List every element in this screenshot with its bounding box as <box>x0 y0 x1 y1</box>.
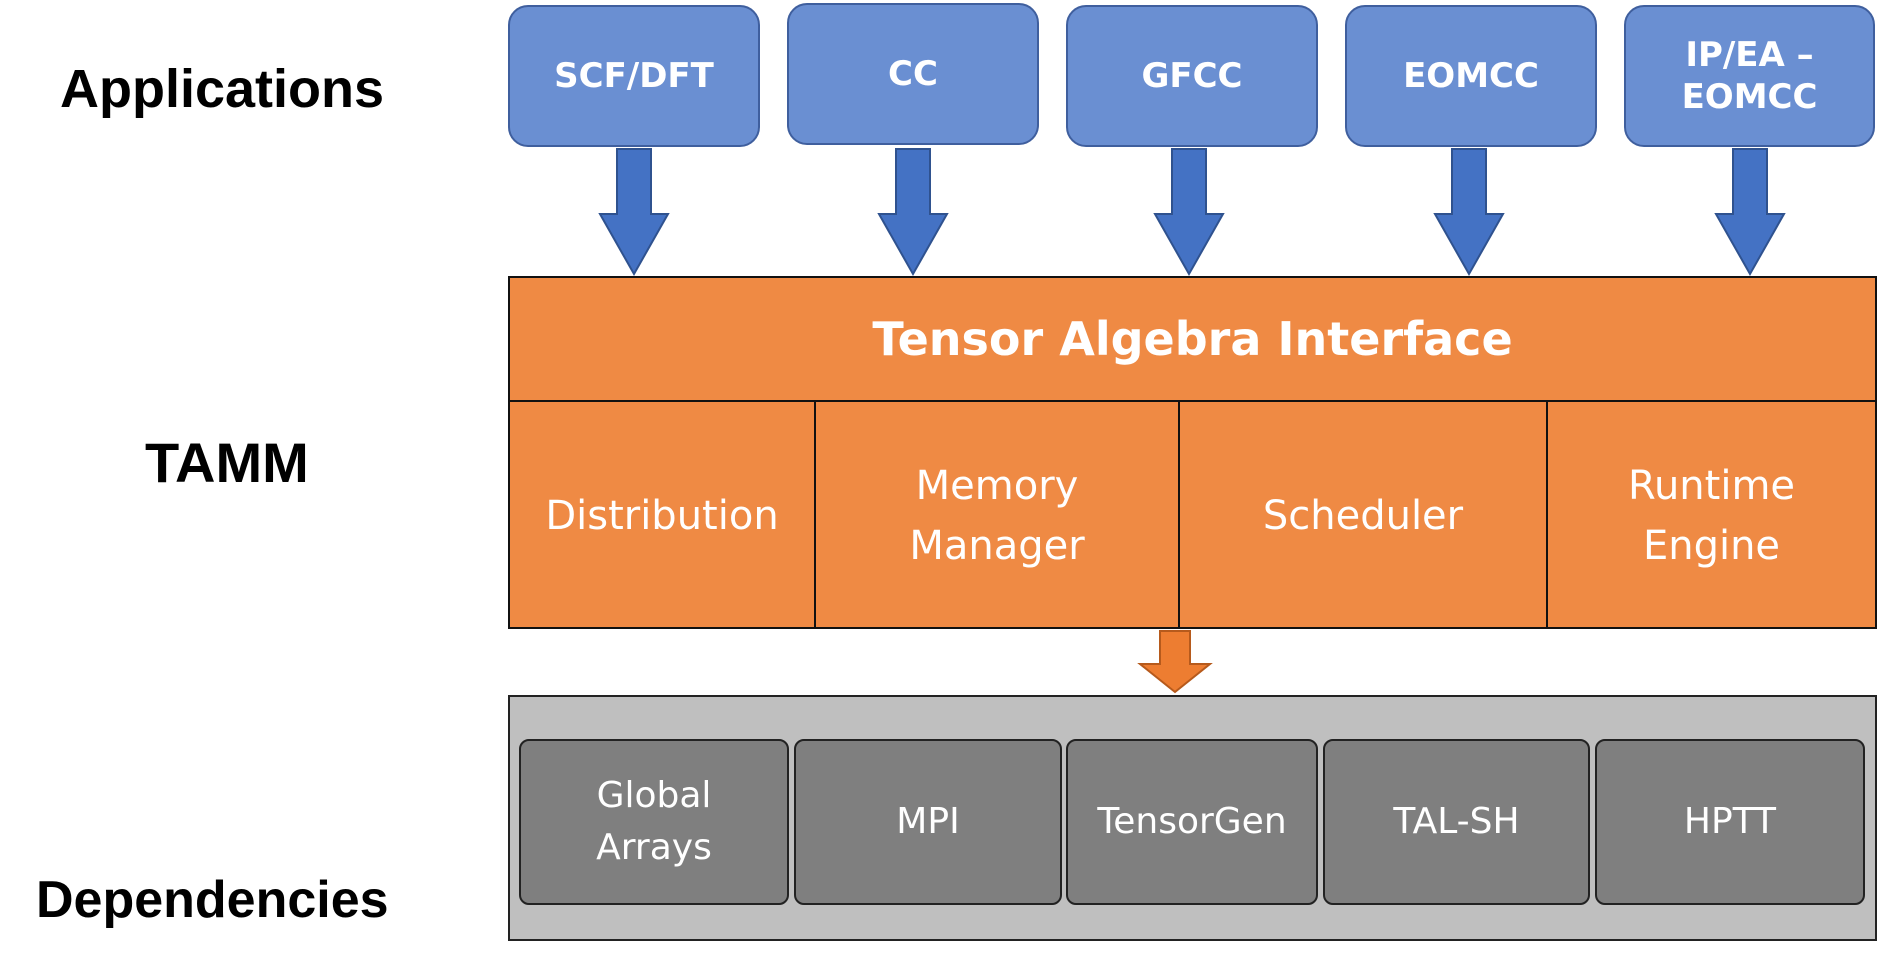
app-label: GFCC <box>1141 55 1243 96</box>
applications-label: Applications <box>60 59 385 119</box>
tamm-scheduler: Scheduler <box>1178 402 1546 629</box>
app-scf-dft: SCF/DFT <box>508 5 760 147</box>
dep-tal-sh: TAL-SH <box>1323 739 1590 905</box>
app-label: SCF/DFT <box>554 55 714 96</box>
component-label: Runtime Engine <box>1627 462 1796 569</box>
dependency-label: MPI <box>896 800 960 842</box>
arrow-eomcc <box>1433 148 1505 277</box>
arrow-cc <box>877 148 949 277</box>
dependency-label: Global Arrays <box>596 774 712 868</box>
dependency-label: HPTT <box>1683 800 1777 842</box>
dependency-label: TAL-SH <box>1393 800 1520 842</box>
app-label: EOMCC <box>1403 55 1539 96</box>
app-ip-ea-eomcc: IP/EA – EOMCC <box>1624 5 1875 147</box>
arrow-gfcc <box>1153 148 1225 277</box>
tamm-runtime-engine: Runtime Engine <box>1546 402 1875 629</box>
dependencies-panel: Global Arrays MPI TensorGen TAL-SH HPTT <box>508 695 1877 941</box>
tensor-algebra-interface: Tensor Algebra Interface <box>510 278 1875 402</box>
dep-mpi: MPI <box>794 739 1062 905</box>
arrow-tamm-to-deps <box>1137 630 1213 694</box>
component-label: Distribution <box>545 492 779 539</box>
component-label: Scheduler <box>1262 492 1464 539</box>
tamm-block: Tensor Algebra Interface Distribution Me… <box>508 276 1877 629</box>
tamm-memory-manager: Memory Manager <box>814 402 1178 629</box>
tamm-distribution: Distribution <box>510 402 814 629</box>
app-gfcc: GFCC <box>1066 5 1318 147</box>
tamm-label: TAMM <box>145 431 309 494</box>
app-label: IP/EA – EOMCC <box>1681 34 1818 118</box>
dep-hptt: HPTT <box>1595 739 1865 905</box>
component-label: Memory Manager <box>909 462 1085 569</box>
app-eomcc: EOMCC <box>1345 5 1597 147</box>
app-cc: CC <box>787 3 1039 145</box>
dependencies-label: Dependencies <box>36 871 389 929</box>
arrow-scf-dft <box>598 148 670 277</box>
dep-global-arrays: Global Arrays <box>519 739 789 905</box>
tensor-algebra-interface-label: Tensor Algebra Interface <box>872 312 1513 366</box>
dep-tensorgen: TensorGen <box>1066 739 1318 905</box>
app-label: CC <box>888 53 938 94</box>
dependency-label: TensorGen <box>1097 800 1287 842</box>
arrow-ip-ea-eomcc <box>1714 148 1786 277</box>
